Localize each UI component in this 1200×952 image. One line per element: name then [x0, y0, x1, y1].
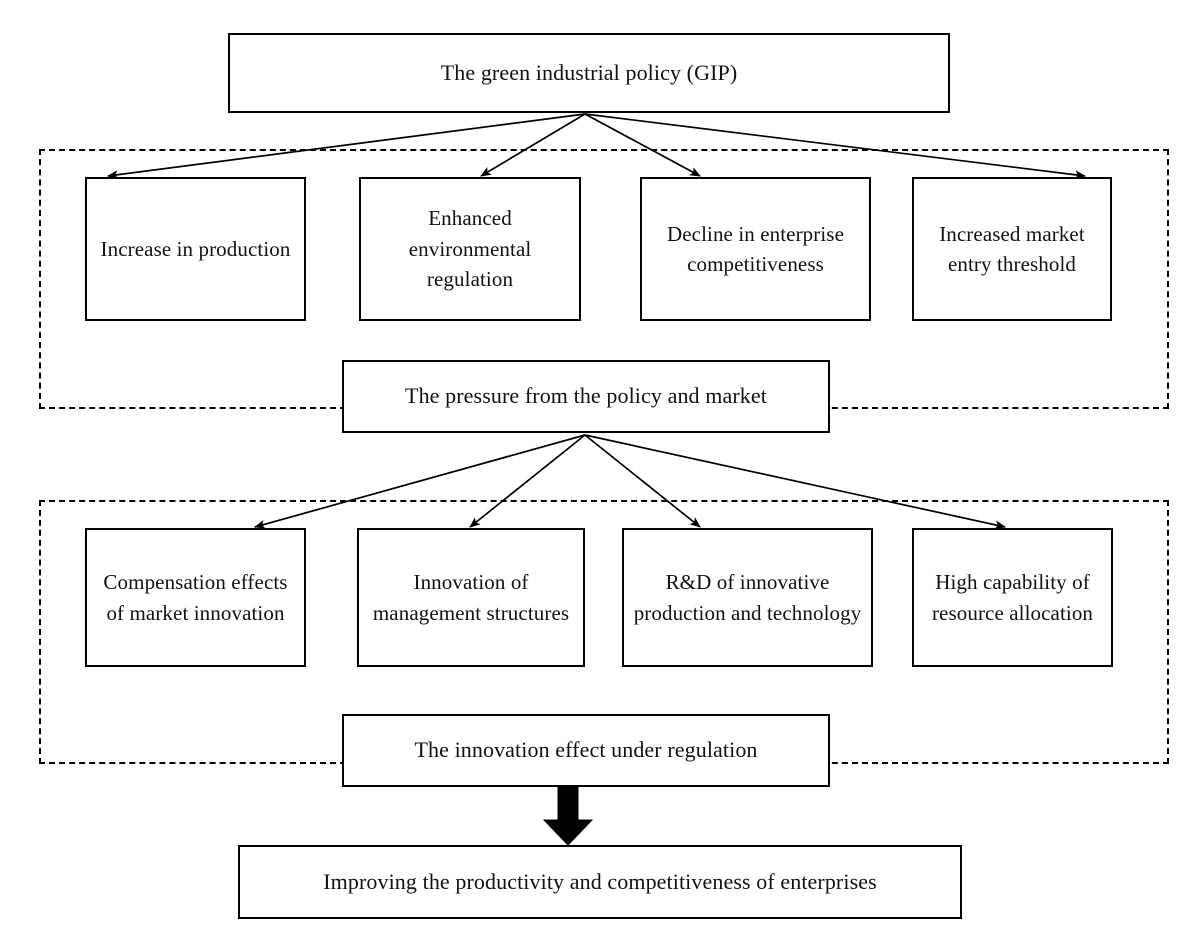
node-label: Decline in enterprise competitiveness — [666, 221, 845, 276]
node-increase-in-production[interactable]: Increase in production — [85, 177, 306, 321]
node-compensation-effects-of-market-innovation[interactable]: Compensation effects of market innovatio… — [85, 528, 306, 667]
pressure-to-innovation-arrows — [254, 434, 1006, 530]
node-innovation-effect-under-regulation[interactable]: The innovation effect under regulation — [342, 714, 830, 787]
arrow-gip-to-enhanced-environmental-regulation — [480, 113, 586, 177]
node-high-capability-of-resource-allocation[interactable]: High capability of resource allocation — [912, 528, 1113, 667]
node-label: High capability of resource allocation — [931, 570, 1094, 625]
node-green-industrial-policy[interactable]: The green industrial policy (GIP) — [228, 33, 950, 113]
node-label: Compensation effects of market innovatio… — [103, 570, 288, 625]
arrow-gip-to-increase-in-production — [107, 113, 586, 180]
node-rd-of-innovative-production-and-technology[interactable]: R&D of innovative production and technol… — [622, 528, 873, 667]
node-label: Innovation of management structures — [372, 570, 570, 625]
arrow-pressure-to-high-capability-resource — [584, 434, 1006, 530]
gip-to-effects-arrows — [107, 113, 1086, 180]
node-label: The green industrial policy (GIP) — [440, 59, 738, 85]
node-label: Increased market entry threshold — [939, 221, 1085, 276]
node-label: The pressure from the policy and market — [405, 383, 767, 409]
arrow-gip-to-decline-in-competitiveness — [584, 113, 701, 177]
arrow-gip-to-increased-market-entry-threshold — [584, 113, 1086, 180]
node-improving-productivity-and-competitiveness[interactable]: Improving the productivity and competiti… — [238, 845, 962, 919]
node-enhanced-environmental-regulation[interactable]: Enhanced environmental regulation — [359, 177, 581, 321]
node-decline-in-enterprise-competitiveness[interactable]: Decline in enterprise competitiveness — [640, 177, 871, 321]
node-label: Improving the productivity and competiti… — [323, 868, 877, 894]
node-pressure-from-policy-and-market[interactable]: The pressure from the policy and market — [342, 360, 830, 433]
node-label: R&D of innovative production and technol… — [633, 570, 862, 625]
arrow-pressure-to-innovation-of-management — [469, 434, 586, 528]
node-innovation-of-management-structures[interactable]: Innovation of management structures — [357, 528, 585, 667]
arrow-pressure-to-compensation-effects — [254, 434, 586, 529]
node-label: Increase in production — [100, 236, 291, 261]
block-arrow-to-outcome — [542, 786, 594, 846]
node-label: Enhanced environmental regulation — [408, 206, 532, 292]
arrow-pressure-to-rd-of-innovative-production — [584, 434, 701, 528]
node-increased-market-entry-threshold[interactable]: Increased market entry threshold — [912, 177, 1112, 321]
node-label: The innovation effect under regulation — [414, 737, 758, 763]
